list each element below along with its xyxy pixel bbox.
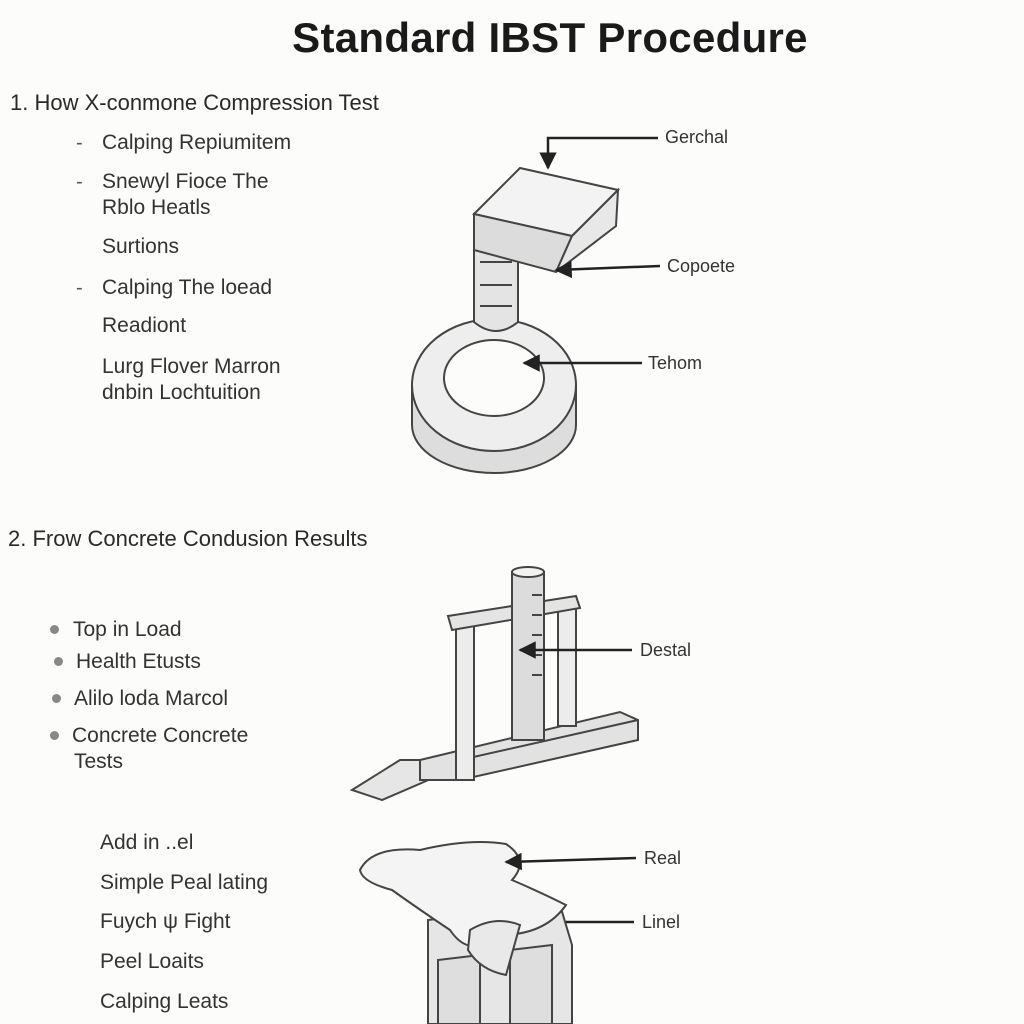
list-item: Fuych ψ Fight: [100, 910, 231, 933]
list-item: Alilo loda Marcol: [74, 687, 229, 710]
list-item: Readiont: [102, 314, 187, 337]
dash-bullet: -: [76, 277, 83, 299]
callout-arrows: [504, 136, 661, 924]
section-2-heading: 2. Frow Concrete Condusion Results: [8, 526, 368, 551]
list-item: Add in ..el: [100, 831, 194, 854]
list-item: Peel Loaits: [100, 950, 204, 973]
list-item: dnbin Lochtuition: [102, 381, 261, 404]
list-item: Calping Repiumitem: [102, 131, 292, 154]
dash-bullet: -: [76, 171, 83, 193]
page-title: Standard IBST Procedure: [292, 14, 808, 61]
callout-label-real: Real: [644, 848, 682, 868]
list-item: Concrete Concrete: [72, 724, 249, 747]
bullet-dot: [50, 625, 59, 634]
callout-label-destal: Destal: [640, 640, 692, 660]
list-item: Top in Load: [73, 618, 182, 641]
callout-label-gerchal: Gerchal: [665, 127, 729, 147]
compression-test-apparatus: [411, 166, 620, 474]
list-item: Health Etusts: [76, 650, 201, 673]
callout-label-tehom: Tehom: [648, 353, 703, 373]
list-item: Calping The loead: [102, 276, 273, 299]
list-item: Lurg Flover Marron: [102, 355, 281, 378]
cylinder-test-frame: [349, 566, 639, 802]
list-item: Calping Leats: [100, 990, 229, 1013]
list-item: Simple Peal lating: [100, 871, 269, 894]
bullet-dot: [54, 657, 63, 666]
list-item: Snewyl Fioce The: [102, 170, 269, 193]
peel-test-specimen: [358, 841, 573, 1024]
list-item: Tests: [74, 750, 124, 773]
callout-label-linel: Linel: [642, 912, 681, 932]
list-item: Rblo Heatls: [102, 196, 211, 219]
dash-bullet: -: [76, 132, 83, 154]
callout-label-copoete: Copoete: [667, 256, 736, 276]
bullet-dot: [52, 694, 61, 703]
list-item: Surtions: [102, 235, 180, 258]
bullet-dot: [50, 731, 59, 740]
section-1-heading: 1. How X-conmone Compression Test: [10, 90, 379, 115]
